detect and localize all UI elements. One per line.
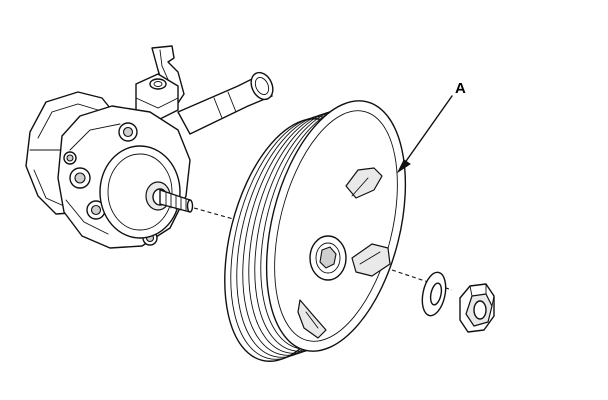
nut — [459, 283, 495, 333]
pump-pulley — [224, 100, 407, 362]
power-steering-pump — [25, 45, 274, 249]
outlet-pipe — [177, 71, 274, 135]
washer — [421, 271, 447, 317]
callout-a-label: A — [455, 80, 466, 97]
pulley-hub — [309, 235, 347, 281]
callout-a: A — [396, 80, 466, 174]
pump-front-plate — [99, 145, 181, 239]
pulley-spoke-windows — [297, 167, 391, 339]
pump-shaft — [145, 181, 194, 213]
